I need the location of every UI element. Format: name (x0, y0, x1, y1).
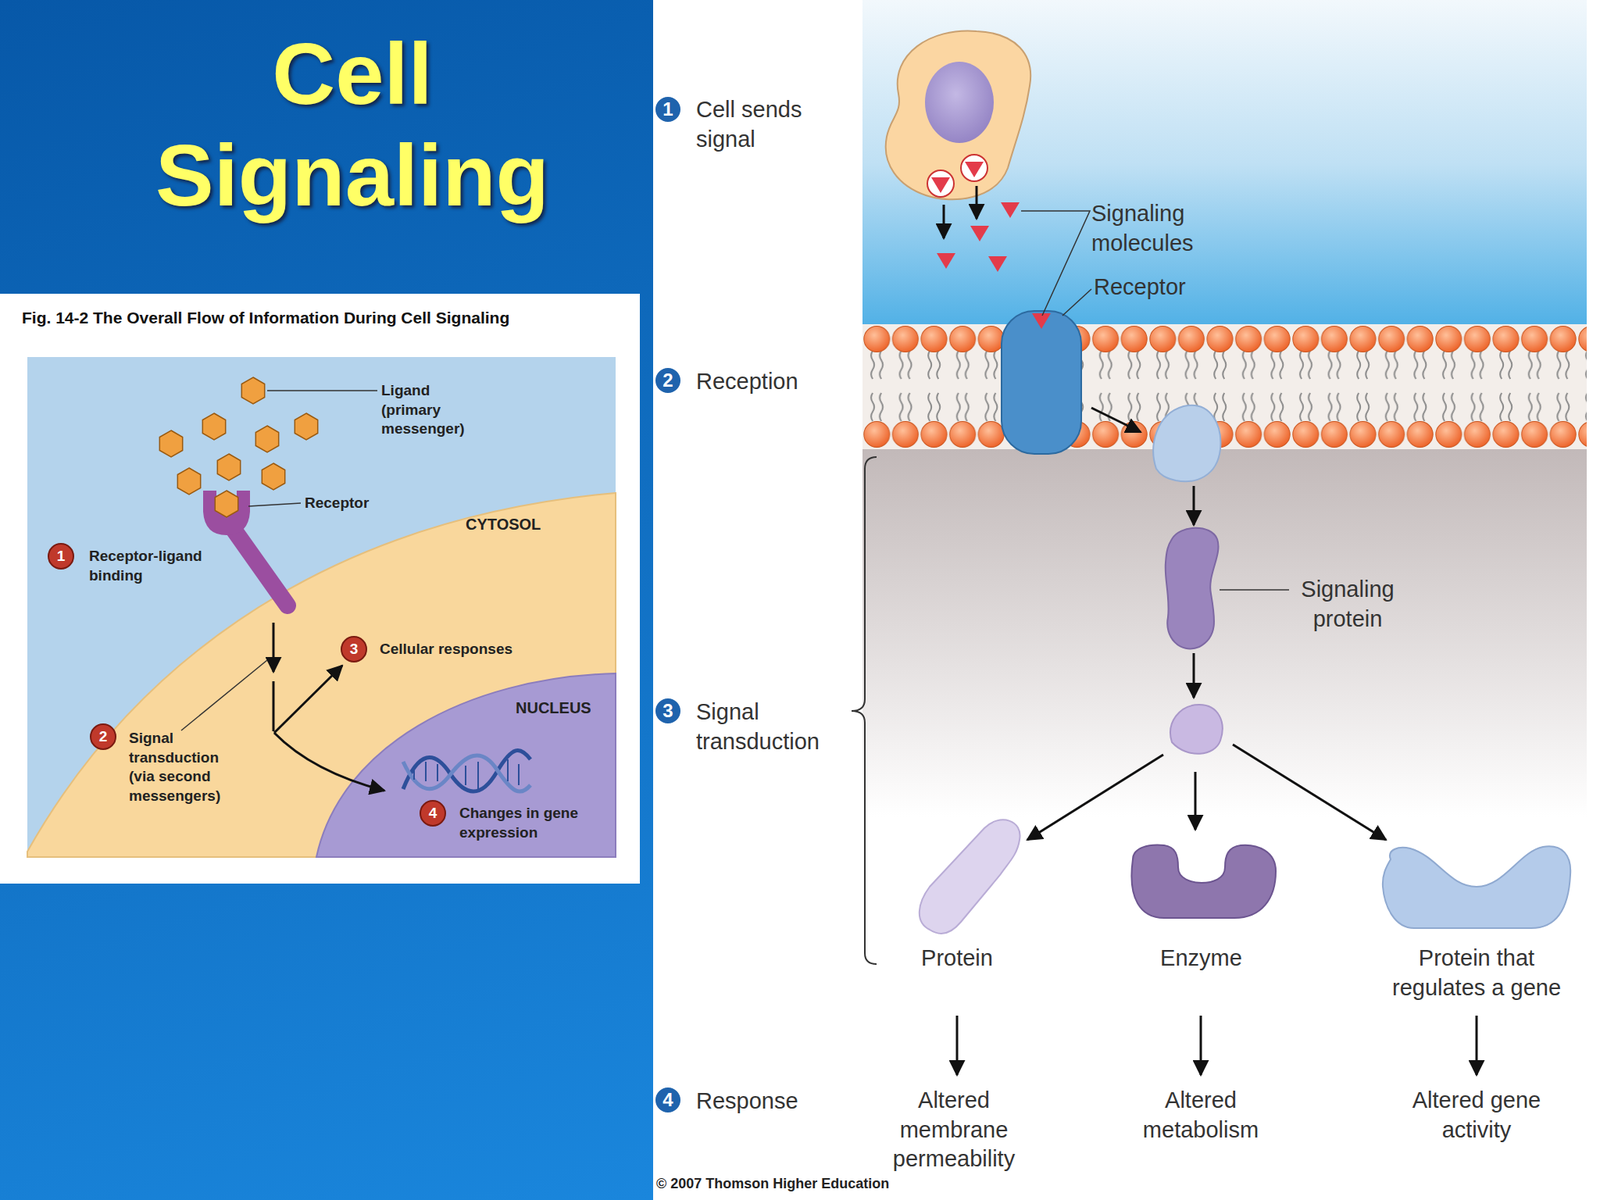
leader-line (267, 389, 378, 392)
response-arrow (956, 1015, 959, 1075)
signal-molecule (931, 177, 950, 193)
extracellular-area (862, 0, 1587, 329)
protein-shape-fill (919, 819, 1021, 934)
membrane-receptor (1001, 310, 1082, 454)
nucleus-region-fill (316, 673, 616, 858)
figure-frame (0, 293, 640, 884)
part-label: Receptor (304, 493, 399, 514)
ligand (159, 430, 183, 458)
gene-regulator-shape: Protein that regulates a gene (1375, 812, 1579, 1008)
enzyme-shape: Enzyme (1117, 812, 1286, 977)
part-label: Ligand (primary messenger) (381, 381, 479, 440)
relay-protein (1153, 405, 1221, 482)
vesicle (960, 154, 988, 182)
cascade-arrow (1027, 754, 1164, 840)
lipid-bilayer (862, 324, 1587, 450)
cytosol-region: NUCLEUS CYTOSOL (27, 357, 616, 858)
nucleus-region: NUCLEUS (316, 669, 616, 858)
receptor-stem (230, 525, 288, 606)
bound-signal-molecule (1032, 313, 1051, 329)
nucleus-region-outline (316, 669, 616, 858)
cytoplasm-area (862, 449, 1587, 817)
protein-label: Protein that regulates a gene (1375, 943, 1579, 1003)
activation-arrow (1091, 407, 1141, 433)
bracket (851, 457, 877, 965)
sending-cell (885, 31, 1031, 200)
callout-number: 1 (653, 95, 683, 124)
leader-line (1062, 289, 1092, 316)
cytosol-region-fill (27, 492, 616, 858)
cascade-arrow (1232, 744, 1386, 840)
cell-nucleus (925, 61, 994, 143)
enzyme-shape-fill (1131, 845, 1276, 918)
callout-number: 3 (653, 696, 683, 725)
step-label: Reception (696, 367, 853, 397)
bound-ligand (214, 490, 238, 518)
part-label: Signaling molecules (1091, 199, 1225, 258)
figure-frame (653, 0, 1600, 1200)
ligand (177, 467, 200, 495)
signal-molecule (1000, 202, 1020, 218)
signal-molecule (988, 256, 1008, 272)
extracellular-area (27, 357, 616, 858)
gene-regulator-shape-fill (1382, 846, 1571, 929)
part-label: Signaling protein (1292, 575, 1403, 634)
step-label: Receptor-ligand binding (89, 546, 230, 586)
signaling-protein (1165, 528, 1219, 650)
release-arrow (942, 204, 946, 239)
step-label: Response (696, 1086, 853, 1117)
ligand (202, 413, 225, 440)
signal-molecule (970, 225, 990, 242)
signal-molecule (936, 253, 956, 269)
response-arrow (1200, 1015, 1203, 1075)
callout-number: 1 (47, 542, 75, 570)
copyright-note: © 2007 Thomson Higher Education (656, 1175, 985, 1193)
release-arrow (975, 185, 979, 219)
slide-title: Cell Signaling (133, 23, 572, 227)
protein-label: Protein (882, 943, 1032, 974)
receptor-cup (203, 490, 250, 536)
callout-number: 2 (653, 366, 683, 395)
callout-number: 4 (653, 1085, 683, 1115)
cascade-arrow (1192, 653, 1196, 698)
cascade-arrow (1192, 485, 1196, 525)
cascade-arrow (1194, 771, 1197, 830)
vesicle (927, 170, 954, 197)
ligand (217, 453, 240, 481)
ligand (241, 377, 265, 404)
response-arrow (1475, 1015, 1479, 1075)
response-label: Altered membrane permeability (875, 1085, 1033, 1175)
protein-shape: Protein (882, 812, 1032, 977)
leader-line (248, 503, 301, 507)
response-label: Altered metabolism (1126, 1085, 1275, 1145)
membrane-core (862, 324, 1587, 450)
region-label: NUCLEUS (515, 697, 610, 718)
part-label: Receptor (1093, 272, 1250, 303)
ligand (261, 463, 285, 490)
relay-protein (1170, 704, 1223, 754)
protein-label: Enzyme (1117, 943, 1286, 974)
step-label: Signal transduction (696, 697, 849, 757)
signal-molecule (964, 161, 984, 178)
figure-caption: Fig. 14-2 The Overall Flow of Informatio… (21, 307, 640, 329)
ligand (255, 425, 279, 453)
step-label: Cell sends signal (696, 95, 833, 154)
ligand (294, 413, 318, 440)
region-label: CYTOSOL (465, 514, 560, 535)
leader-line (1219, 589, 1290, 591)
response-label: Altered gene activity (1404, 1085, 1549, 1145)
